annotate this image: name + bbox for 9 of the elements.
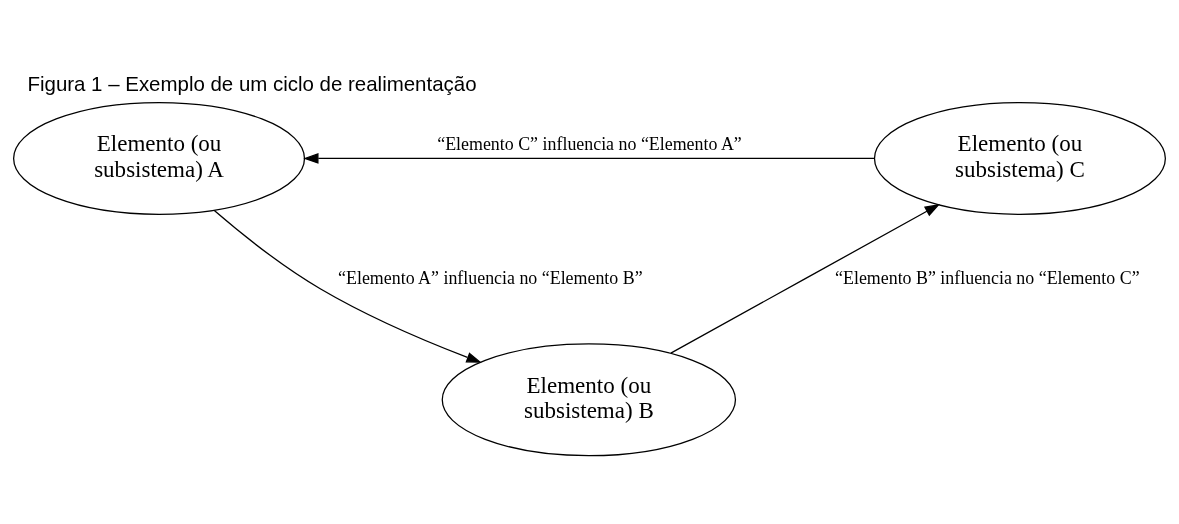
arrow (670, 203, 941, 354)
edge-label: “Elemento C” influencia no “Elemento A” (437, 133, 742, 154)
edge-label: “Elemento A” influencia no “Elemento B” (338, 267, 643, 288)
node-ellipse: Elemento (ou subsistema) B (441, 342, 737, 456)
diagram-title: Figura 1 – Exemplo de um ciclo de realimentação (27, 71, 477, 95)
arrow (213, 209, 482, 363)
node-ellipse: Elemento (ou subsistema) A (13, 101, 306, 215)
edge-label: “Elemento B” influencia no “Elemento C” (835, 267, 1140, 288)
arrow (303, 152, 875, 164)
